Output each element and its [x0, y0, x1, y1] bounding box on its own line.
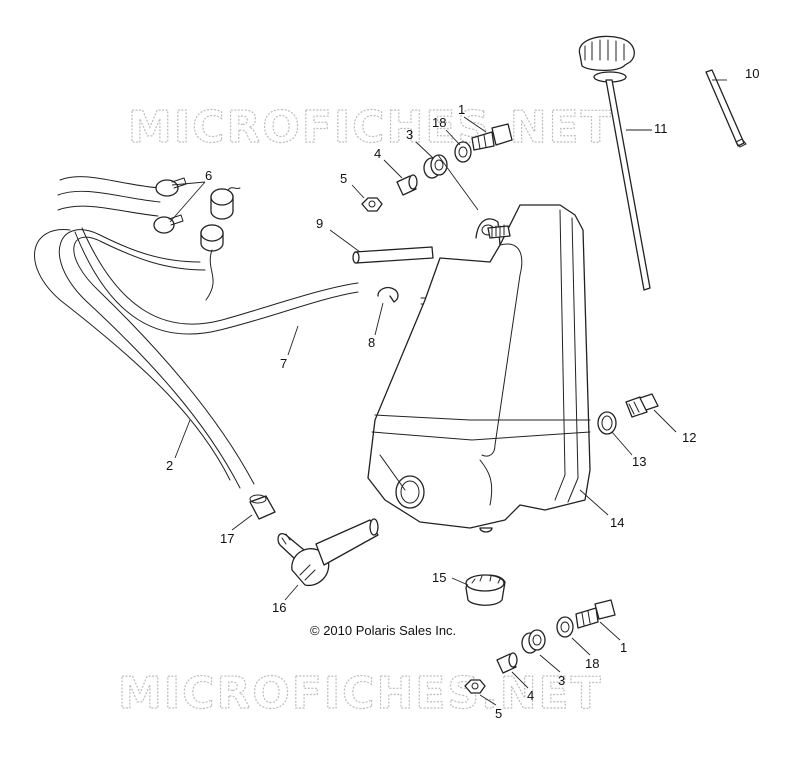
bushing-4-bottom: [496, 652, 518, 674]
copyright-text: © 2010 Polaris Sales Inc.: [310, 623, 456, 638]
callout-17: 17: [220, 531, 234, 546]
callout-1-top: 1: [458, 102, 465, 117]
callout-12: 12: [682, 430, 696, 445]
elbow-16: [277, 518, 379, 587]
nut-5-bottom: [464, 679, 486, 694]
callout-6: 6: [205, 168, 212, 183]
clamps-6: [153, 177, 187, 234]
callout-10: 10: [745, 66, 759, 81]
callout-18-top: 18: [432, 115, 446, 130]
grommets: [200, 187, 241, 301]
watermark-bottom: MICROFICHES.NET: [118, 668, 603, 719]
reservoir-tank-14: [367, 204, 591, 533]
grommet-3-top: [423, 154, 448, 179]
callout-16: 16: [272, 600, 286, 615]
bushing-4-top: [396, 174, 418, 196]
callout-4-top: 4: [374, 146, 381, 161]
callout-8: 8: [368, 335, 375, 350]
callout-4-bottom: 4: [527, 688, 534, 703]
callout-5-top: 5: [340, 171, 347, 186]
callout-15: 15: [432, 570, 446, 585]
callout-7: 7: [280, 356, 287, 371]
callout-13: 13: [632, 454, 646, 469]
cable-tie-10: [705, 69, 747, 148]
hose-2: [34, 176, 255, 489]
drain-fitting-12: [625, 393, 659, 418]
cap-15: [465, 574, 506, 606]
watermark-top: MICROFICHES.NET: [128, 102, 613, 153]
o-ring-13: [597, 411, 617, 435]
nut-5-top: [361, 197, 383, 212]
callout-numbers: 1 18 3 4 5 6 9 10 11 8 7 2 12 13 14 17 1…: [166, 66, 759, 721]
callout-9: 9: [316, 216, 323, 231]
callout-18-bottom: 18: [585, 656, 599, 671]
dipstick-11: [578, 35, 651, 291]
grommet-3-bottom: [521, 629, 546, 654]
leader-lines: [169, 79, 727, 706]
callout-3-top: 3: [406, 127, 413, 142]
callout-5-bottom: 5: [495, 706, 502, 721]
hose-9: [352, 246, 434, 264]
callout-11: 11: [654, 121, 668, 136]
bolt-1-top: [471, 123, 513, 151]
callout-14: 14: [610, 515, 624, 530]
washer-18-top: [454, 141, 472, 163]
callout-2: 2: [166, 458, 173, 473]
callout-1-bottom: 1: [620, 640, 627, 655]
bolt-1-bottom: [575, 599, 616, 629]
hose-end-17: [249, 494, 276, 520]
hose-7: [74, 227, 359, 335]
washer-18-bottom: [556, 616, 574, 638]
callout-3-bottom: 3: [558, 673, 565, 688]
